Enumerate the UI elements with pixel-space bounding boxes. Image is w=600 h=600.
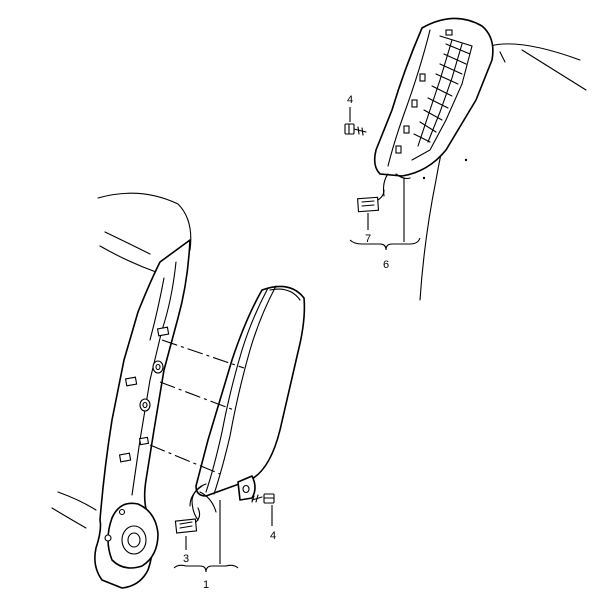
recliner-mechanism (104, 502, 159, 569)
seat-backrest-outline (51, 192, 192, 529)
callout-4-lower: 4 (270, 530, 276, 542)
callout-1: 1 (203, 579, 209, 591)
callout-6: 6 (383, 259, 389, 271)
callout-4-upper: 4 (347, 94, 353, 106)
callout-3: 3 (183, 553, 189, 565)
leader-lines (173, 107, 421, 573)
side-airbag-module (189, 285, 306, 521)
connector-3 (174, 507, 201, 534)
side-airbag-module-upper (373, 17, 494, 197)
callout-7: 7 (365, 233, 371, 245)
airbag-fold-grid (395, 29, 473, 161)
bolt-4-upper (344, 123, 367, 136)
connector-7 (357, 189, 385, 213)
alignment-lines (149, 339, 245, 475)
bolt-4-lower (251, 493, 275, 504)
seat-frame (94, 239, 191, 589)
